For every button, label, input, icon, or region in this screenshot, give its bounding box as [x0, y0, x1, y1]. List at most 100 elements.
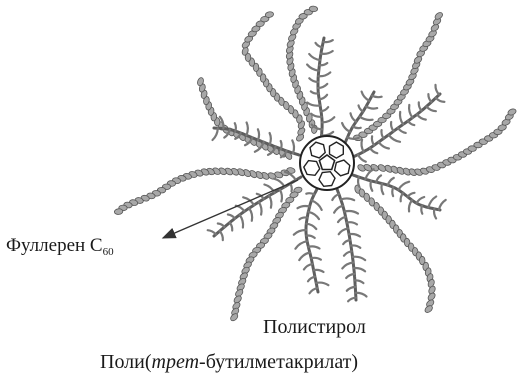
brush-side-chain	[361, 140, 363, 152]
fullerene-label-text: Фуллерен C	[6, 235, 103, 256]
brush-side-chain	[249, 208, 252, 221]
brush-side-chain	[366, 107, 377, 109]
brush-side-chain	[421, 206, 422, 214]
brush-side-chain	[365, 169, 373, 179]
brush-side-chain	[344, 211, 358, 214]
brush-side-chain	[318, 72, 330, 76]
brush-side-chain	[428, 94, 431, 102]
brush-side-chain	[307, 103, 320, 106]
brush-side-chain	[259, 202, 262, 215]
brush-arm	[213, 117, 300, 158]
brush-side-chain	[408, 121, 414, 125]
brush-side-chain	[370, 148, 377, 153]
brush-side-chain	[353, 257, 366, 260]
brush-side-chain	[409, 200, 412, 211]
brush-side-chain	[220, 231, 223, 240]
brush-side-chain	[351, 113, 357, 121]
brush-side-chain	[246, 123, 247, 136]
fullerene-core	[300, 136, 354, 190]
brush-side-chain	[280, 190, 282, 202]
brush-side-chain	[319, 95, 327, 100]
chain-bead	[229, 312, 239, 322]
brush-side-chain	[334, 206, 343, 213]
brush-side-chain	[258, 129, 259, 140]
brush-side-chain	[392, 187, 393, 196]
brush-side-chain	[274, 179, 285, 187]
brush-side-chain	[426, 107, 436, 112]
brush-side-chain	[310, 288, 318, 293]
brush-side-chain	[230, 223, 233, 231]
brush-side-chain	[213, 128, 218, 140]
polystyrene-label: Полистирол	[263, 317, 366, 337]
brush-side-chain	[372, 96, 382, 98]
fullerene-pointer-arrow	[163, 180, 298, 238]
brush-side-chain	[306, 193, 314, 194]
brush-side-chain	[362, 92, 370, 101]
brush-side-chain	[391, 122, 394, 131]
fullerene-label-subscript: 60	[103, 246, 114, 258]
brush-arm	[294, 189, 329, 293]
brush-side-chain	[218, 224, 225, 228]
brush-side-chain	[398, 182, 409, 190]
brush-side-chain	[347, 138, 358, 139]
brush-side-chain	[428, 197, 436, 208]
brush-side-chain	[398, 128, 406, 133]
brush-side-chain	[208, 230, 216, 234]
brush-side-chain	[389, 135, 400, 142]
brush-side-chain	[435, 85, 439, 95]
brush-backbone	[353, 175, 440, 210]
brush-side-chain	[353, 127, 361, 129]
brush-side-chain	[379, 142, 389, 149]
brush-side-chain	[270, 133, 271, 145]
brush-side-chain	[240, 215, 243, 228]
ptba-label: Поли(трет-бутилметакрилат)	[100, 352, 358, 372]
linear-chain-arm	[353, 11, 444, 141]
brush-side-chain	[376, 175, 381, 182]
brush-side-chain	[417, 197, 425, 203]
brush-side-chain	[372, 136, 374, 145]
brush-side-chain	[309, 54, 320, 60]
brush-arm	[332, 189, 366, 301]
brush-side-chain	[295, 241, 307, 249]
brush-side-chain	[360, 117, 373, 120]
brush-side-chain	[388, 178, 394, 185]
ptba-label-prefix: Поли(	[100, 351, 152, 373]
ptba-label-italic: трет	[152, 351, 200, 373]
brush-side-chain	[290, 184, 292, 192]
chain-bead	[309, 6, 318, 12]
brush-side-chain	[307, 65, 319, 71]
brush-side-chain	[312, 200, 322, 210]
brush-side-chain	[400, 112, 403, 124]
brush-side-chain	[359, 105, 364, 111]
brush-side-chain	[419, 102, 422, 110]
brush-side-chain	[322, 117, 334, 122]
brush-side-chain	[358, 155, 366, 162]
brush-side-chain	[342, 123, 350, 132]
brush-side-chain	[439, 200, 446, 210]
brush-side-chain	[338, 217, 346, 222]
brush-side-chain	[281, 141, 282, 149]
brush-side-chain	[304, 264, 313, 270]
fullerene-cage-outline	[300, 136, 354, 190]
brush-side-chain	[417, 114, 426, 119]
brush-side-chain	[401, 193, 403, 201]
brush-side-chain	[269, 196, 271, 208]
brush-side-chain	[308, 212, 319, 219]
brush-side-chain	[358, 177, 359, 187]
brush-side-chain	[381, 130, 383, 138]
chain-bead	[114, 208, 123, 214]
fullerene-label: Фуллерен C60	[6, 236, 114, 258]
brush-side-chain	[339, 228, 348, 234]
brush-arm	[307, 38, 334, 141]
brush-side-chain	[228, 215, 235, 219]
linear-chain-arm	[114, 167, 295, 215]
brush-side-chain	[408, 193, 415, 197]
brush-side-chain	[299, 253, 310, 261]
brush-side-chain	[292, 140, 294, 153]
brush-side-chain	[332, 194, 339, 200]
linear-chain-arm	[354, 184, 437, 313]
ptba-label-suffix: -бутилметакрилат)	[199, 351, 358, 373]
brush-side-chain	[306, 224, 316, 229]
